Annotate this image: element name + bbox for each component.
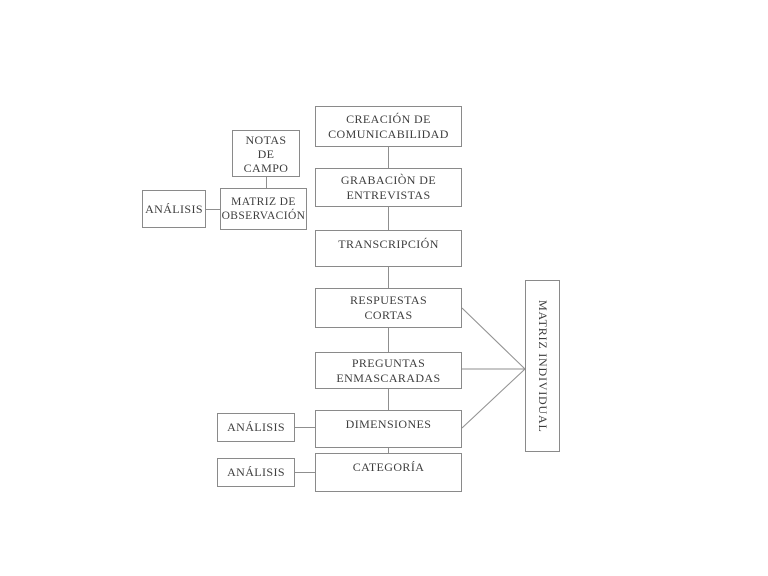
node-analisis-categoria: ANÁLISIS bbox=[217, 458, 295, 487]
connector-group bbox=[206, 147, 526, 473]
node-analisis-observacion: ANÁLISIS bbox=[142, 190, 206, 228]
edge-dimensiones-matrizind bbox=[461, 368, 526, 429]
node-transcripcion: TRANSCRIPCIÓN bbox=[315, 230, 462, 267]
edge-respuestas-matrizind bbox=[461, 307, 526, 370]
node-dimensiones: DIMENSIONES bbox=[315, 410, 462, 448]
node-analisis-dimensiones: ANÁLISIS bbox=[217, 413, 295, 442]
node-categoria: CATEGORÍA bbox=[315, 453, 462, 492]
node-preguntas-enmascaradas: PREGUNTAS ENMASCARADAS bbox=[315, 352, 462, 389]
node-matriz-individual: MATRIZ INDIVIDUAL bbox=[525, 280, 560, 452]
node-matriz-de-observacion: MATRIZ DE OBSERVACIÓN bbox=[220, 188, 307, 230]
node-respuestas-cortas: RESPUESTAS CORTAS bbox=[315, 288, 462, 328]
node-notas-de-campo: NOTAS DE CAMPO bbox=[232, 130, 300, 177]
node-grabacion-de-entrevistas: GRABACIÒN DE ENTREVISTAS bbox=[315, 168, 462, 207]
node-creacion-de-comunicabilidad: CREACIÓN DE COMUNICABILIDAD bbox=[315, 106, 462, 147]
